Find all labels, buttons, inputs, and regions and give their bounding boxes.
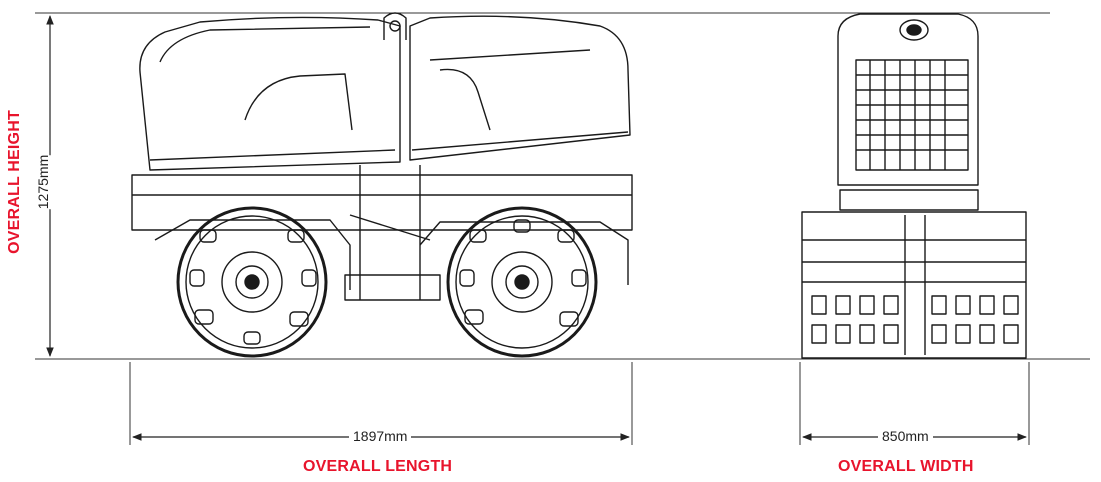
left-hood — [139, 16, 401, 171]
front-grille — [855, 59, 969, 171]
rear-drum — [446, 206, 598, 358]
front-hood — [837, 13, 979, 186]
tow-eye — [383, 12, 407, 40]
chassis-frame — [131, 174, 633, 231]
width-value: 850mm — [878, 428, 933, 444]
front-drum-block — [801, 211, 1027, 359]
roller-front-view — [801, 13, 1027, 359]
reference-lines — [35, 12, 1090, 445]
length-value: 1897mm — [349, 428, 412, 444]
height-value: 1275mm — [35, 154, 51, 210]
right-hood — [409, 15, 631, 161]
front-drum — [176, 206, 328, 358]
overall-length-label: OVERALL LENGTH — [303, 458, 453, 475]
roller-side-view — [131, 12, 633, 301]
overall-width-label: OVERALL WIDTH — [838, 458, 974, 475]
overall-height-label: OVERALL HEIGHT — [6, 110, 23, 254]
